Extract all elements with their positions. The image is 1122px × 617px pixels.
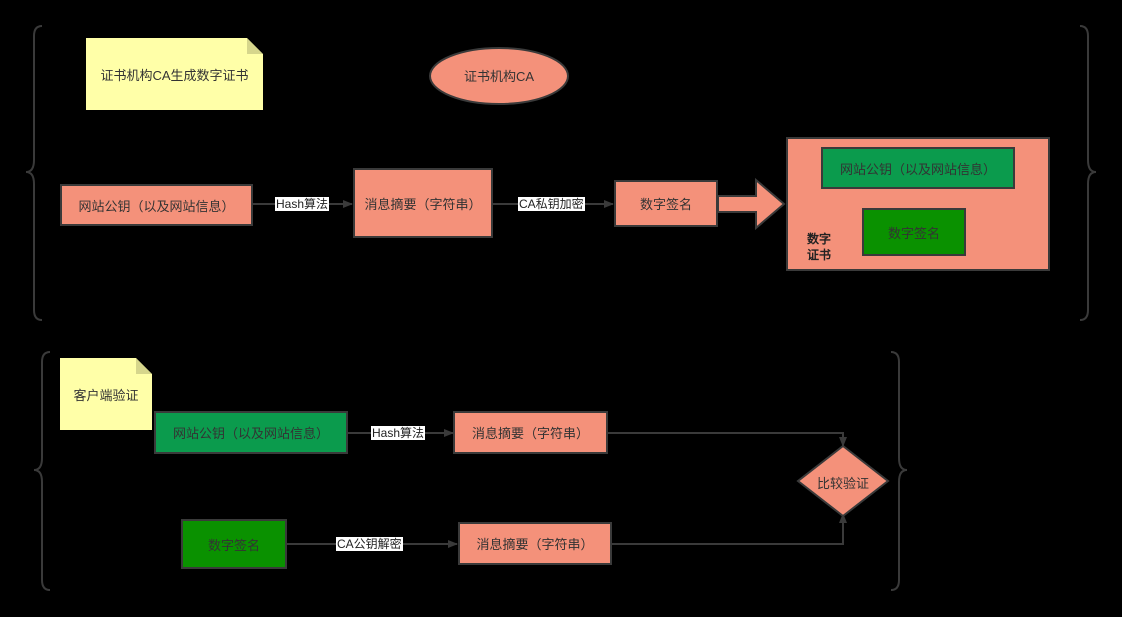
ca-ellipse-shape bbox=[429, 47, 569, 105]
cert-pubkey-box: 网站公钥（以及网站信息） bbox=[821, 147, 1015, 189]
brace-left-top bbox=[25, 25, 43, 321]
note-client-verify-text: 客户端验证 bbox=[73, 387, 139, 403]
arrow-digest-top-to-compare bbox=[608, 432, 847, 447]
site-pubkey-box: 网站公钥（以及网站信息） bbox=[60, 184, 253, 226]
note-client-verify: 客户端验证 bbox=[60, 358, 152, 430]
signature-box-2: 数字签名 bbox=[181, 519, 287, 569]
note-ca-generate: 证书机构CA生成数字证书 bbox=[86, 38, 263, 110]
brace-right-bottom bbox=[890, 351, 908, 591]
cert-signature-box: 数字签名 bbox=[862, 208, 966, 256]
site-pubkey-box-2: 网站公钥（以及网站信息） bbox=[154, 411, 348, 454]
note-ca-generate-text: 证书机构CA生成数字证书 bbox=[100, 67, 249, 83]
ca-ellipse-label: 证书机构CA bbox=[463, 69, 535, 84]
ca-encrypt-label: CA私钥加密 bbox=[518, 197, 585, 211]
hash-label: Hash算法 bbox=[275, 197, 330, 211]
brace-right-top bbox=[1079, 25, 1097, 321]
signature-box: 数字签名 bbox=[614, 180, 718, 227]
brace-left-bottom bbox=[33, 351, 51, 591]
digest-bottom-box: 消息摘要（字符串） bbox=[458, 522, 612, 565]
ca-decrypt-label: CA公钥解密 bbox=[336, 537, 403, 551]
compare-label: 比较验证 bbox=[816, 476, 869, 491]
block-arrow-signature-to-cert bbox=[717, 177, 786, 231]
digest-top-box: 消息摘要（字符串） bbox=[453, 411, 608, 454]
arrow-digest-bottom-to-compare bbox=[612, 513, 847, 545]
compare-diamond-shape bbox=[796, 444, 890, 518]
hash-label-2: Hash算法 bbox=[371, 426, 426, 440]
digest-box: 消息摘要（字符串） bbox=[353, 168, 493, 238]
cert-label: 数字 证书 bbox=[807, 232, 832, 262]
